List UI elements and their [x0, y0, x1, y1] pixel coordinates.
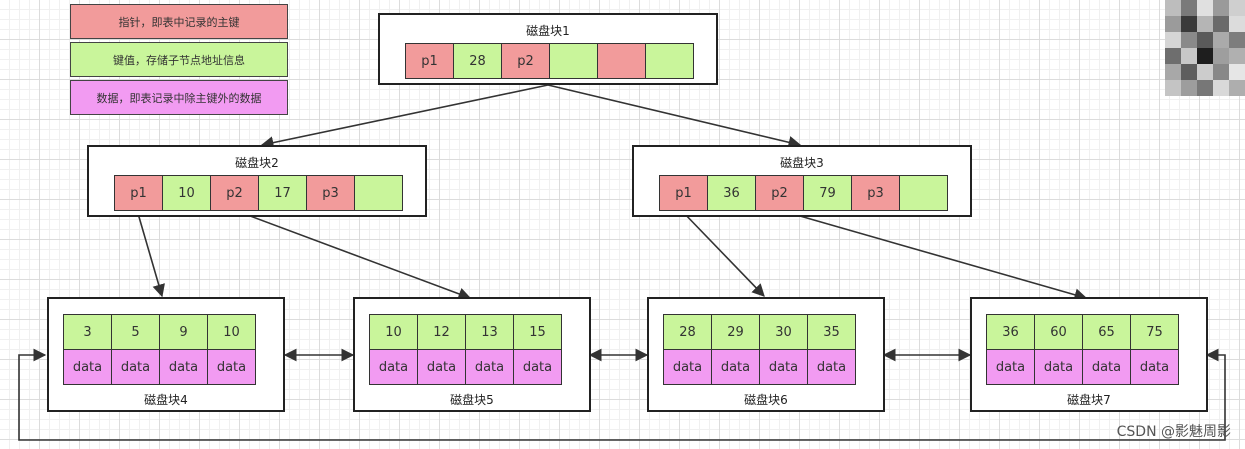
legend-pointer-label: 指针，即表中记录的主键	[118, 15, 240, 29]
block6-key-1: 29	[711, 314, 760, 350]
block5-key-0: 10	[369, 314, 418, 350]
block7-key-1: 60	[1034, 314, 1083, 350]
arrow-block1-to-block3	[547, 84, 802, 149]
block6-data-3: data	[807, 349, 856, 385]
block7-data-1: data	[1034, 349, 1083, 385]
disk-block-1-title: 磁盘块1	[526, 24, 570, 38]
disk-block-5-title: 磁盘块5	[450, 393, 494, 407]
credit-watermark: CSDN @影魅周影	[1116, 424, 1231, 440]
block5-key-2: 13	[465, 314, 514, 350]
legend-pointer: 指针，即表中记录的主键	[70, 4, 288, 39]
block2-cell-2: p2	[210, 175, 259, 211]
block6-key-3: 35	[807, 314, 856, 350]
block5-data-0: data	[369, 349, 418, 385]
block3-cell-2: p2	[755, 175, 804, 211]
block5-key-1: 12	[417, 314, 466, 350]
block5-data-1: data	[417, 349, 466, 385]
block7-data-0: data	[986, 349, 1035, 385]
legend-key: 键值，存储子节点地址信息	[70, 42, 288, 77]
block4-key-2: 9	[159, 314, 208, 350]
disk-block-1: 磁盘块1 p1 28 p2	[378, 13, 718, 85]
disk-block-4-title: 磁盘块4	[144, 393, 188, 407]
block1-cell-1: 28	[453, 43, 502, 79]
block7-data-2: data	[1082, 349, 1131, 385]
block7-key-0: 36	[986, 314, 1035, 350]
block5-data-2: data	[465, 349, 514, 385]
block3-cell-0: p1	[659, 175, 708, 211]
block6-key-2: 30	[759, 314, 808, 350]
block5-data-3: data	[513, 349, 562, 385]
block1-cell-2: p2	[501, 43, 550, 79]
arrow-block2-to-block4	[136, 209, 165, 298]
arrow-block3-to-block6	[680, 209, 765, 297]
legend-key-label: 键值，存储子节点地址信息	[113, 53, 245, 67]
block3-cell-4: p3	[851, 175, 900, 211]
block4-key-3: 10	[207, 314, 256, 350]
arrow-block2-to-block5	[233, 209, 472, 300]
block5-key-3: 15	[513, 314, 562, 350]
block2-cell-3: 17	[258, 175, 307, 211]
disk-block-2: 磁盘块2 p1 10 p2 17 p3	[87, 145, 427, 217]
block4-data-0: data	[63, 349, 112, 385]
arrow-block1-to-block2	[260, 84, 549, 149]
block1-cell-5	[645, 43, 694, 79]
block4-key-0: 3	[63, 314, 112, 350]
block6-data-1: data	[711, 349, 760, 385]
block2-cell-0: p1	[114, 175, 163, 211]
block2-cell-4: p3	[306, 175, 355, 211]
block4-data-1: data	[111, 349, 160, 385]
block6-data-2: data	[759, 349, 808, 385]
disk-block-6-title: 磁盘块6	[744, 393, 788, 407]
block4-key-1: 5	[111, 314, 160, 350]
wrap-link-block7-to-block4	[18, 348, 1226, 441]
disk-block-4: 3 5 9 10 data data data data 磁盘块4	[47, 297, 285, 412]
disk-block-3: 磁盘块3 p1 36 p2 79 p3	[632, 145, 972, 217]
disk-block-2-title: 磁盘块2	[235, 156, 279, 170]
block1-cell-0: p1	[405, 43, 454, 79]
disk-block-3-title: 磁盘块3	[780, 156, 824, 170]
block3-cell-3: 79	[803, 175, 852, 211]
legend-data: 数据，即表记录中除主键外的数据	[70, 80, 288, 115]
disk-block-5: 10 12 13 15 data data data data 磁盘块5	[353, 297, 591, 412]
block3-cell-5	[899, 175, 948, 211]
block3-cell-1: 36	[707, 175, 756, 211]
block1-cell-4	[597, 43, 646, 79]
block1-cell-3	[549, 43, 598, 79]
block2-cell-1: 10	[162, 175, 211, 211]
block4-data-2: data	[159, 349, 208, 385]
block2-cell-5	[354, 175, 403, 211]
block7-key-2: 65	[1082, 314, 1131, 350]
disk-block-6: 28 29 30 35 data data data data 磁盘块6	[647, 297, 885, 412]
block4-data-3: data	[207, 349, 256, 385]
block7-data-3: data	[1130, 349, 1179, 385]
legend-data-label: 数据，即表记录中除主键外的数据	[96, 91, 262, 105]
block7-key-3: 75	[1130, 314, 1179, 350]
disk-block-7: 36 60 65 75 data data data data 磁盘块7	[970, 297, 1208, 412]
block6-key-0: 28	[663, 314, 712, 350]
disk-block-7-title: 磁盘块7	[1067, 393, 1111, 407]
block6-data-0: data	[663, 349, 712, 385]
arrow-block3-to-block7	[778, 209, 1088, 301]
pixelated-watermark	[1165, 0, 1245, 96]
